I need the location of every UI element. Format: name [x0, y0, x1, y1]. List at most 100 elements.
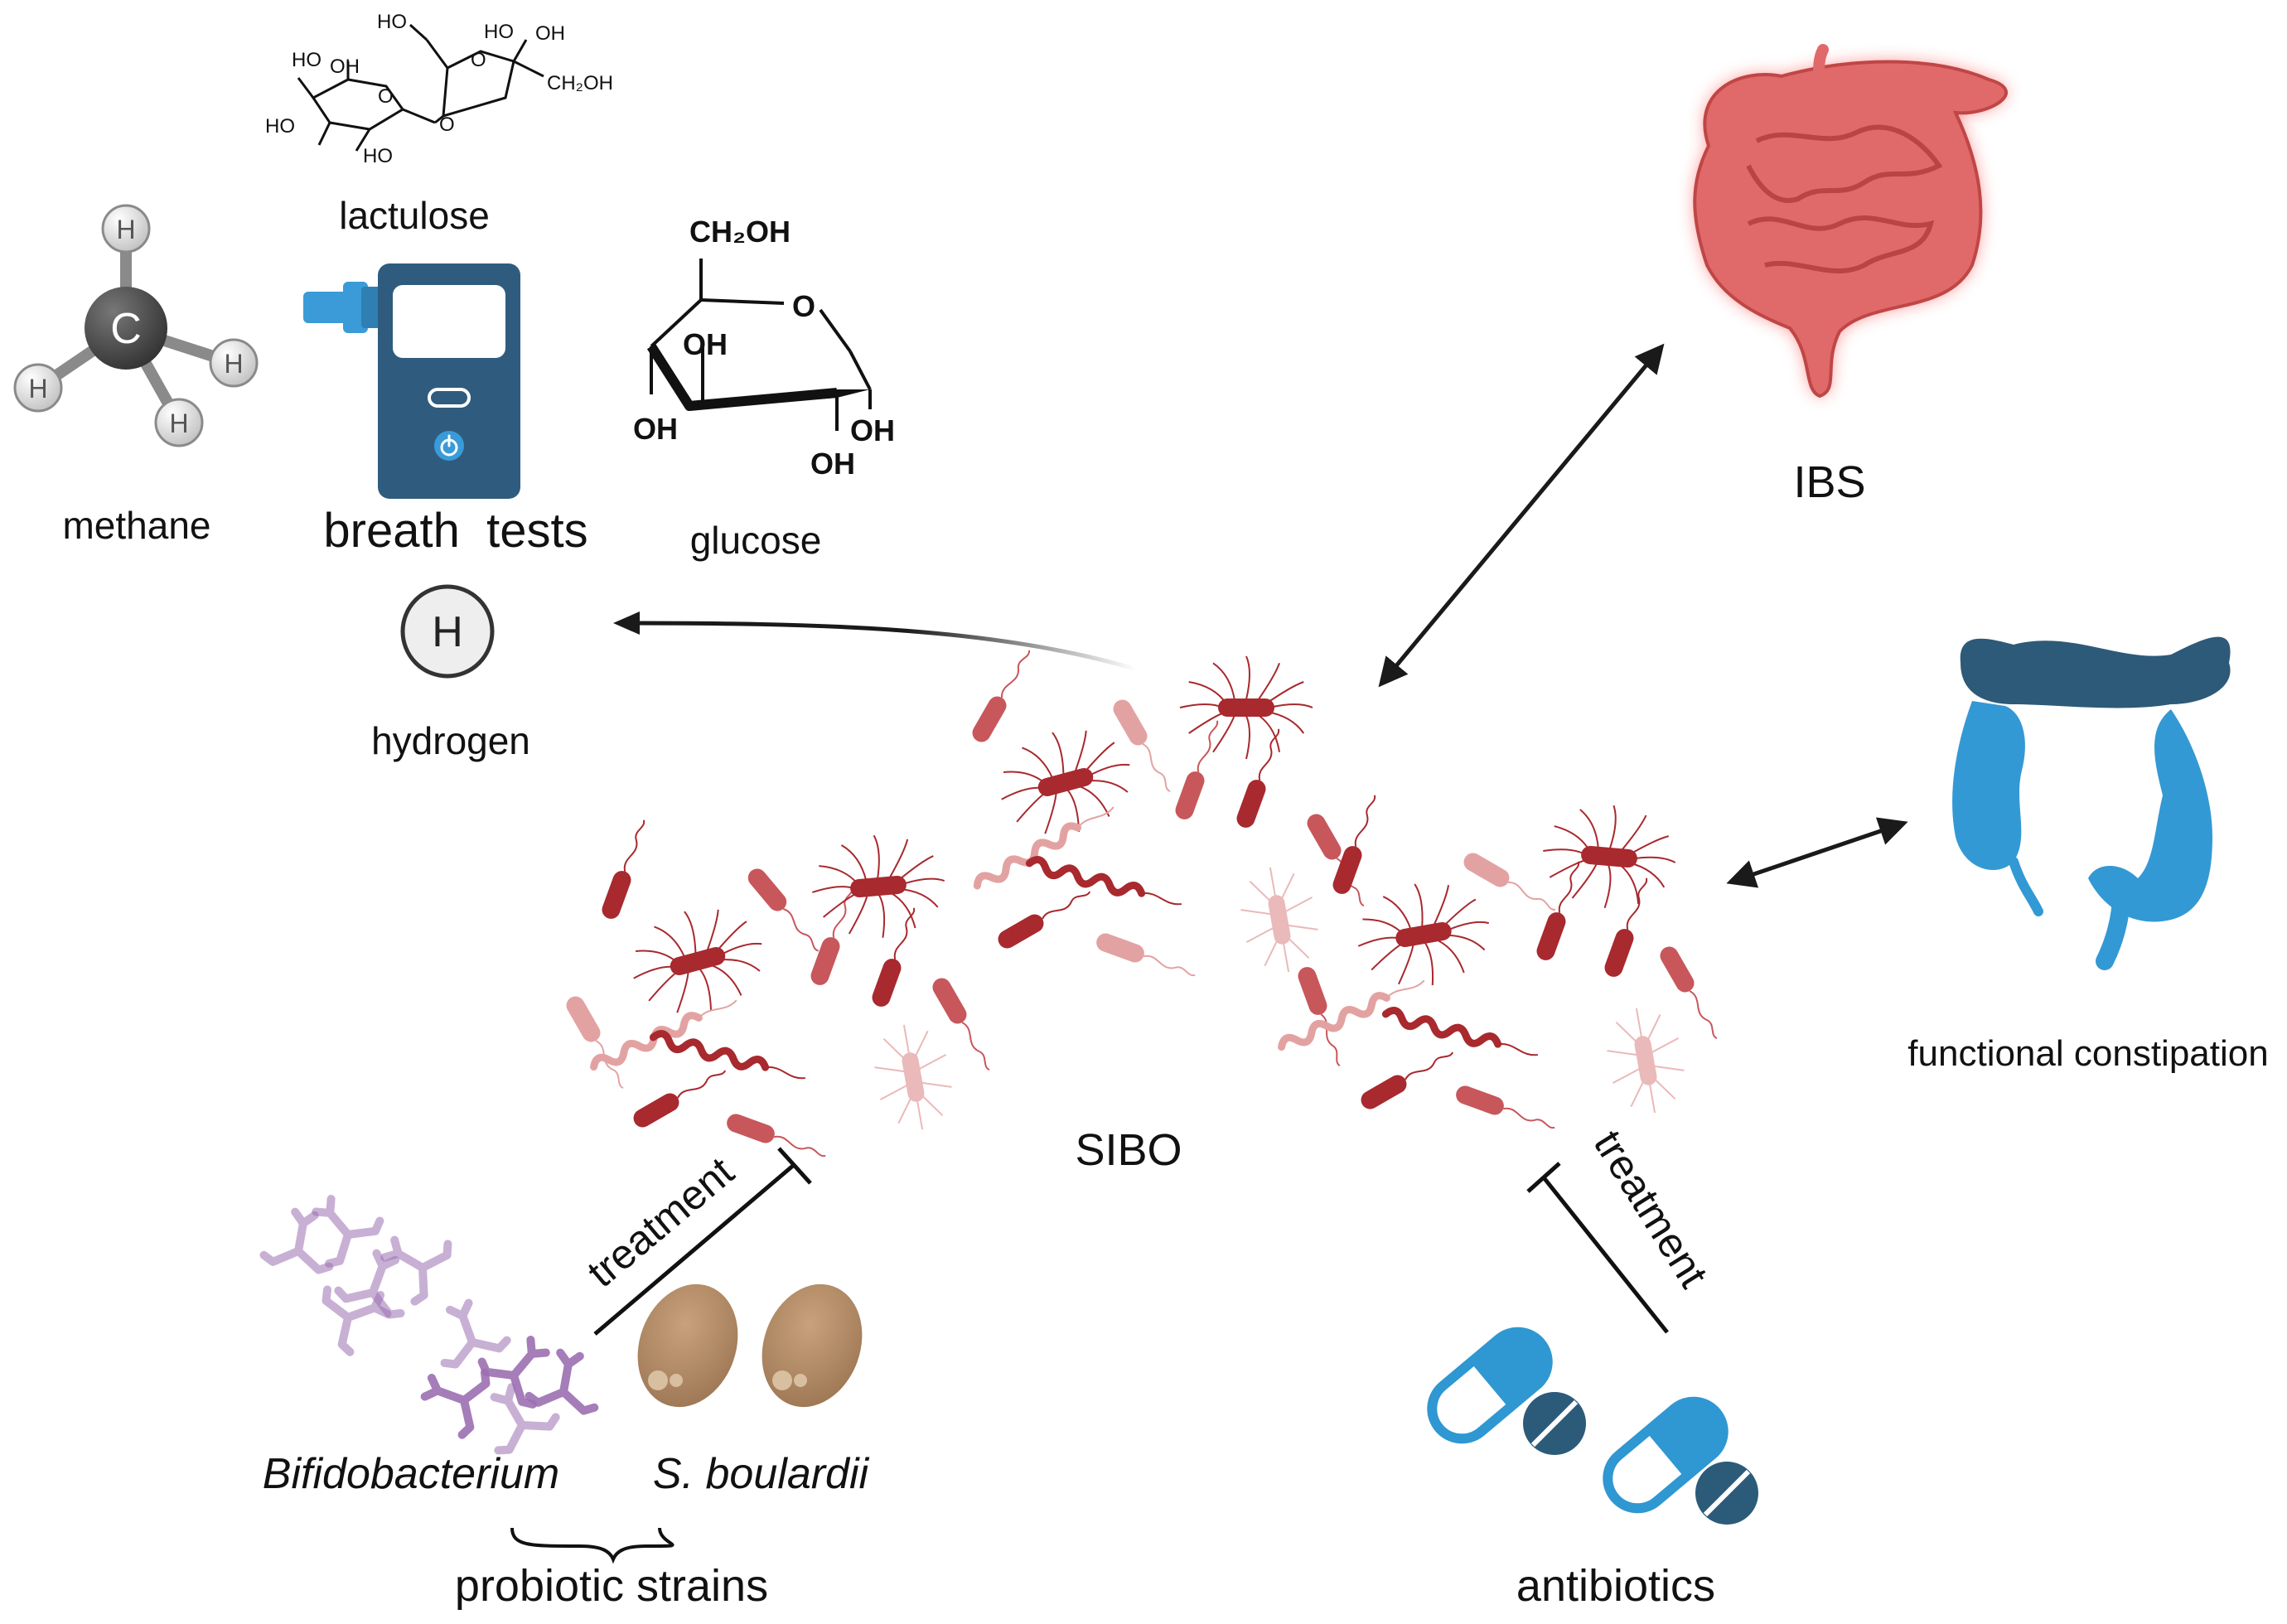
glucose-wedge: [646, 343, 838, 411]
ibs-label: IBS: [1793, 457, 1865, 507]
glucose-labels: CH₂OH O OH OH OH OH: [633, 215, 895, 481]
hydrogen-atom-top: [101, 204, 151, 254]
hydrogen-badge-icon: H: [400, 584, 495, 679]
rod-bacterium: [810, 886, 854, 985]
rod-bacterium: [602, 819, 645, 919]
sibo-ibs-double-arrow: [1378, 343, 1665, 688]
bifidobacterium-icon: [259, 1195, 599, 1455]
glucose-ring-o: O: [792, 289, 815, 323]
antibiotic-capsule-icon-2: [1603, 1396, 1729, 1514]
spirochete-bacterium: [590, 999, 737, 1071]
methane-molecule: C H H H H: [13, 204, 259, 447]
rod-bacterium: [1361, 1051, 1454, 1109]
faint-bacterium: [874, 1024, 952, 1130]
hydrogen-symbol-left: H: [28, 374, 47, 404]
methane-label: methane: [62, 504, 210, 547]
s-boulardii-icon: [637, 1283, 863, 1408]
lactulose-ho-3: HO: [363, 145, 393, 167]
rod-bacterium: [1604, 877, 1648, 977]
rod-bacterium: [1456, 1085, 1555, 1129]
spirochete-bacterium: [1381, 1007, 1539, 1056]
rod-bacterium: [747, 868, 820, 952]
rod-bacterium: [1096, 933, 1196, 977]
bifidobacterium-cell: [440, 1298, 511, 1369]
lactulose-ho-5: HO: [484, 21, 514, 43]
hydrogen-symbol-bottom: H: [169, 408, 188, 438]
glucose-oh-c: OH: [810, 447, 855, 481]
lactulose-o-3: O: [471, 49, 486, 71]
lactulose-ho-4: HO: [377, 11, 407, 33]
s-boulardii-label: S. boulardii: [653, 1450, 870, 1498]
treatment-label-right: treatment: [1585, 1123, 1717, 1296]
bifidobacterium-cell: [380, 1235, 452, 1306]
flagellated-bacterium: [1357, 883, 1490, 986]
hydrogen-symbol-top: H: [116, 215, 135, 244]
rod-bacterium: [566, 996, 624, 1090]
lactulose-structure: [297, 23, 544, 152]
glucose-oh-a: OH: [683, 327, 728, 361]
rod-bacterium: [932, 978, 990, 1071]
bifidobacterium-cell: [490, 1383, 560, 1455]
spirochete-bacterium: [1278, 979, 1425, 1051]
rod-bacterium: [972, 650, 1030, 742]
hydrogen-symbol-right: H: [224, 349, 243, 379]
rod-bacterium: [872, 907, 916, 1007]
lactulose-o-1: O: [378, 85, 394, 108]
lactulose-o-2: O: [439, 114, 455, 136]
lactulose-oh-1: OH: [330, 56, 360, 78]
rod-bacterium: [1175, 720, 1219, 819]
sibo-bacteria-cluster: [566, 650, 1718, 1158]
glucose-oh-b: OH: [633, 412, 678, 446]
glucose-ch2oh: CH₂OH: [689, 215, 791, 249]
carbon-symbol: C: [110, 305, 142, 353]
faint-bacterium: [1607, 1008, 1685, 1114]
hydrogen-atom-right: [209, 338, 259, 388]
hydrogen-atom-bottom: [154, 398, 204, 447]
hydrogen-badge-symbol: H: [432, 608, 463, 656]
rod-bacterium: [1463, 853, 1556, 911]
antibiotic-treatment-inhibitor: [1526, 1162, 1669, 1334]
tablet-icon-2: [1695, 1462, 1758, 1525]
breath-test-device-icon: [303, 263, 520, 499]
spirochete-bacterium: [1025, 856, 1182, 906]
glucose-label: glucose: [690, 519, 822, 562]
rod-bacterium: [1536, 861, 1580, 960]
functional-constipation-label: functional constipation: [1907, 1033, 2268, 1074]
lactulose-ch2oh: CH₂OH: [547, 72, 613, 94]
rod-bacterium: [1113, 699, 1171, 793]
antibiotics-label: antibiotics: [1516, 1561, 1715, 1611]
rod-bacterium: [1236, 728, 1280, 828]
bifidobacterium-cell: [420, 1368, 491, 1439]
bifidobacterium-cell: [312, 1195, 384, 1268]
rod-bacterium: [998, 891, 1091, 949]
glucose-structure: [650, 259, 872, 431]
hydrogen-atom-left: [13, 363, 63, 413]
bifidobacterium-cell: [334, 1249, 405, 1319]
lactulose-oh-2: OH: [535, 22, 565, 45]
probiotic-strains-label: probiotic strains: [455, 1561, 768, 1611]
antibiotic-capsule-icon-1: [1427, 1327, 1553, 1444]
rod-bacterium: [727, 1114, 826, 1158]
lactulose-ho-2: HO: [265, 115, 295, 138]
flagellated-bacterium: [633, 909, 762, 1013]
bifidobacterium-label: Bifidobacterium: [263, 1450, 559, 1498]
bifidobacterium-cell: [259, 1207, 334, 1274]
glucose-oh-d: OH: [850, 413, 895, 447]
sibo-label: SIBO: [1075, 1125, 1182, 1175]
lactulose-ho-1: HO: [292, 49, 322, 71]
rod-bacterium: [633, 1070, 727, 1128]
ibs-intestine-icon: [1693, 44, 2008, 399]
flagellated-bacterium: [1001, 730, 1130, 834]
hydrogen-label: hydrogen: [371, 719, 530, 762]
colon-icon: [1952, 636, 2231, 970]
breath-arrow-line: [619, 621, 1138, 672]
treatment-label-left: treatment: [578, 1148, 742, 1297]
bifidobacterium-cell: [525, 1348, 599, 1415]
breath-arrow-head: [613, 611, 640, 635]
sibo-constipation-double-arrow: [1726, 817, 1908, 888]
rod-bacterium: [1660, 946, 1718, 1040]
rod-bacterium: [1332, 795, 1376, 894]
carbon-atom: [85, 287, 167, 370]
bifidobacterium-cell: [322, 1285, 392, 1356]
